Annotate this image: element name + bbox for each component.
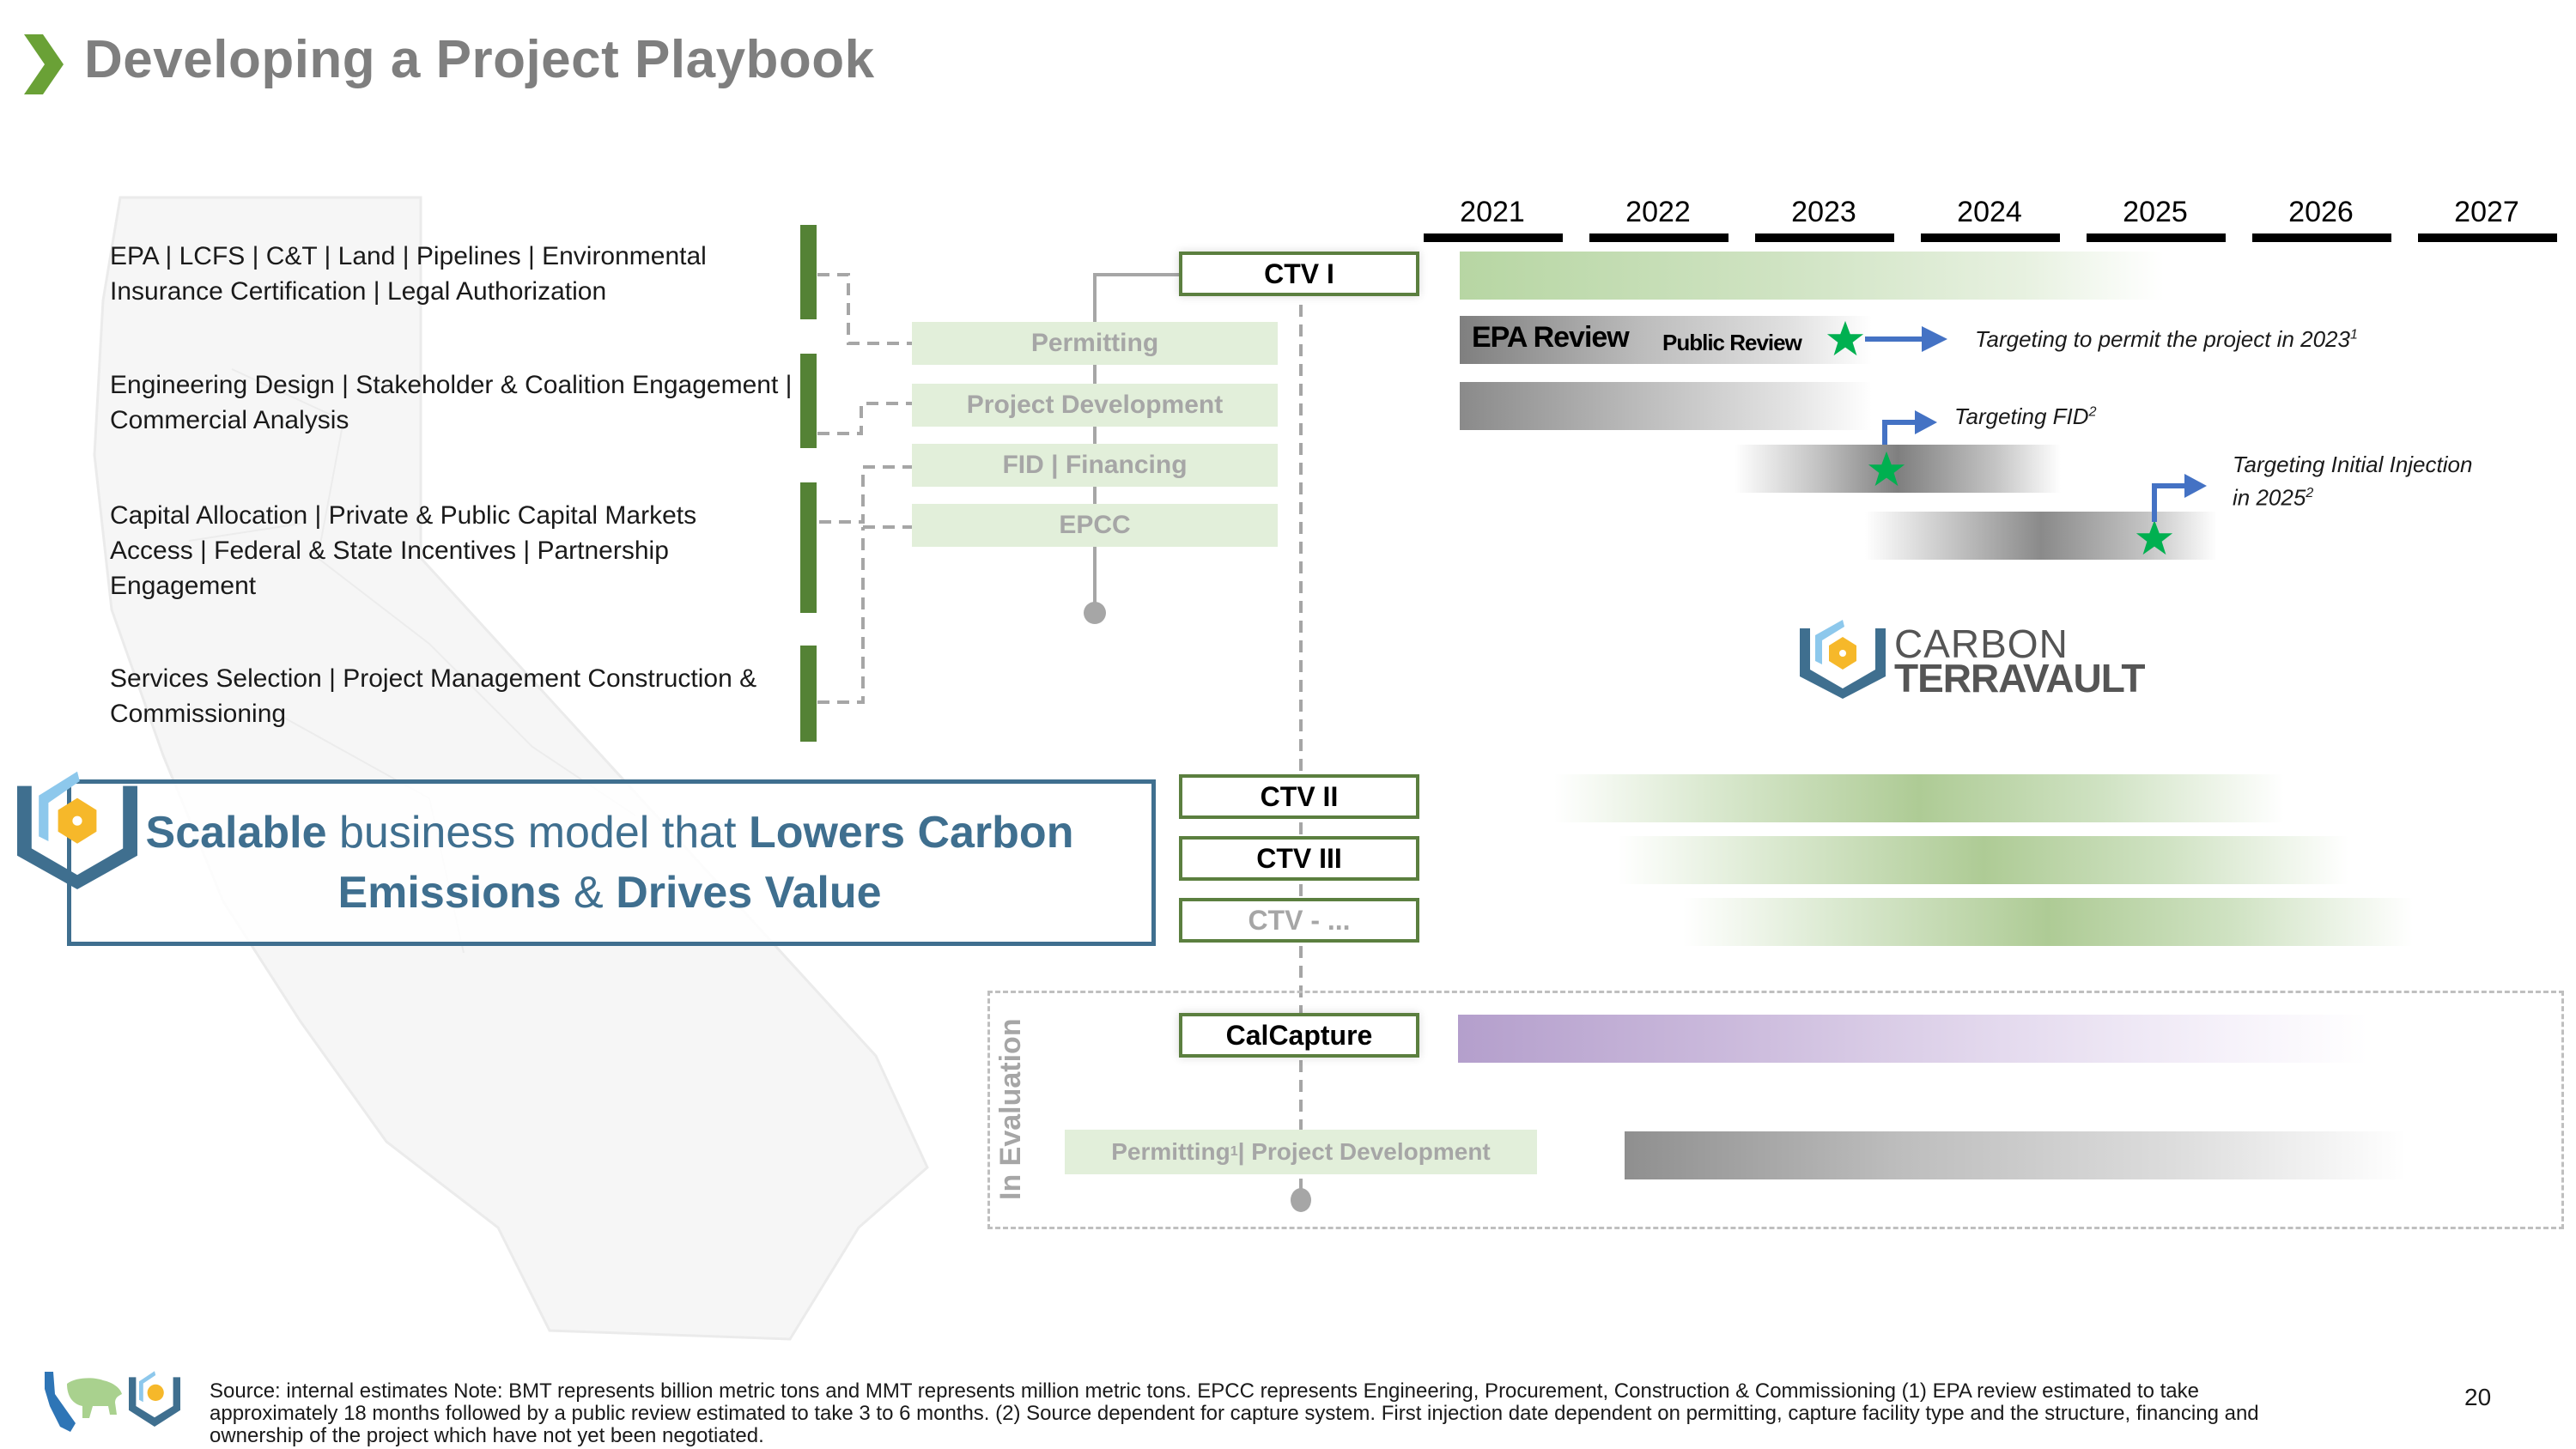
project-ctv-3: CTV III <box>1179 836 1419 881</box>
year-label: 2022 <box>1625 196 1691 228</box>
category-bar <box>800 482 817 613</box>
phase-fid-financing: FID | Financing <box>912 444 1278 487</box>
year-axis-segment <box>1589 233 1728 242</box>
category-bar <box>800 646 817 742</box>
category-text-financing: Capital Allocation | Private & Public Ca… <box>110 501 697 600</box>
year-axis-segment <box>2087 233 2226 242</box>
project-ctv-more: CTV - ... <box>1179 898 1419 943</box>
phase-project-development: Project Development <box>912 384 1278 427</box>
chevron-right-icon <box>24 34 64 94</box>
project-ctv-2: CTV II <box>1179 774 1419 819</box>
year-axis-segment <box>2418 233 2557 242</box>
injection-target-year: in 2025 <box>2233 484 2306 511</box>
timeline-end-dot <box>1084 602 1106 624</box>
phase-epcc: EPCC <box>912 504 1278 547</box>
public-review-label: Public Review <box>1662 330 1802 355</box>
page-title: Developing a Project Playbook <box>84 30 875 89</box>
category-text-permitting: EPA | LCFS | C&T | Land | Pipelines | En… <box>110 242 707 306</box>
year-label: 2023 <box>1791 196 1856 228</box>
permit-target-note: Targeting to permit the project in 20231 <box>1975 326 2358 353</box>
strategy-keyword: Drives Value <box>616 868 882 918</box>
strategy-statement: Scalable business model that Lowers Carb… <box>129 803 1091 923</box>
year-axis-segment <box>1424 233 1563 242</box>
footnote-text: Source: internal estimates Note: BMT rep… <box>210 1379 2259 1447</box>
in-evaluation-label: In Evaluation <box>994 1018 1027 1200</box>
page-number: 20 <box>2464 1384 2492 1410</box>
ctv1-permitting-bar <box>1460 252 2164 300</box>
category-text-project-development: Engineering Design | Stakeholder & Coali… <box>110 371 793 434</box>
category-text-epcc: Services Selection | Project Management … <box>110 664 757 728</box>
footnote-ref: 1 <box>1230 1144 1238 1159</box>
project-ctv-1: CTV I <box>1179 252 1419 296</box>
year-axis-segment <box>1921 233 2060 242</box>
category-bar <box>800 225 817 319</box>
strategy-keyword: Scalable <box>145 808 327 858</box>
epa-review-label: EPA Review <box>1472 321 1630 354</box>
year-label: 2021 <box>1460 196 1525 228</box>
fid-target-note: Targeting FID2 <box>1954 403 2096 430</box>
year-axis-segment <box>1755 233 1894 242</box>
calcapture-bar <box>1458 1015 2368 1063</box>
phase-label: | Project Development <box>1237 1138 1491 1165</box>
strategy-text: & <box>561 868 617 918</box>
arrow-right-icon <box>1865 326 1947 352</box>
permit-target-text: Targeting to permit the project in 2023 <box>1975 326 2350 352</box>
year-label: 2024 <box>1957 196 2022 228</box>
strategy-statement-box <box>67 779 1156 946</box>
ctv2-bar <box>1554 774 2284 822</box>
star-icon <box>2136 519 2173 555</box>
project-calcapture: CalCapture <box>1179 1013 1419 1058</box>
year-label: 2026 <box>2288 196 2354 228</box>
injection-target-line2: in 20252 <box>2233 479 2472 512</box>
phase-permitting: Permitting <box>912 322 1278 365</box>
star-icon <box>1868 451 1905 487</box>
arrow-turn-right-icon <box>2152 474 2207 522</box>
ctv1-epa-review-bar <box>1460 316 1872 364</box>
footnote-ref: 1 <box>2349 327 2358 343</box>
strategy-keyword: Emissions <box>337 868 562 918</box>
ctv-more-bar <box>1683 898 2413 946</box>
california-bear-icon <box>45 1372 122 1432</box>
fid-target-text: Targeting FID <box>1954 403 2089 429</box>
injection-target-line1: Targeting Initial Injection <box>2233 452 2473 477</box>
star-icon <box>1826 320 1864 356</box>
year-label: 2027 <box>2454 196 2519 228</box>
year-label: 2025 <box>2123 196 2188 228</box>
carbon-terravault-shield-icon <box>17 771 137 889</box>
strategy-keyword: Lowers Carbon <box>748 808 1074 858</box>
in-evaluation-region <box>987 991 2564 1229</box>
ctv1-project-development-bar <box>1460 382 1872 430</box>
year-axis-segment <box>2252 233 2391 242</box>
logo-text-carbon: CARBON <box>1894 621 2069 666</box>
logo-text-terravault: TERRAVAULT <box>1894 656 2146 700</box>
ctv3-bar <box>1619 836 2348 884</box>
phase-label: Permitting <box>1111 1138 1230 1165</box>
strategy-text: business model that <box>326 808 749 858</box>
calcapture-development-bar <box>1625 1131 2406 1179</box>
footnote-ref: 2 <box>2306 486 2314 500</box>
category-bar <box>800 354 817 448</box>
footnote-ref: 2 <box>2088 404 2097 420</box>
carbon-terravault-logo-icon <box>1800 620 1886 699</box>
carbon-terravault-shield-small-icon <box>129 1371 180 1427</box>
injection-target-note: Targeting Initial Injection in 20252 <box>2233 450 2472 512</box>
